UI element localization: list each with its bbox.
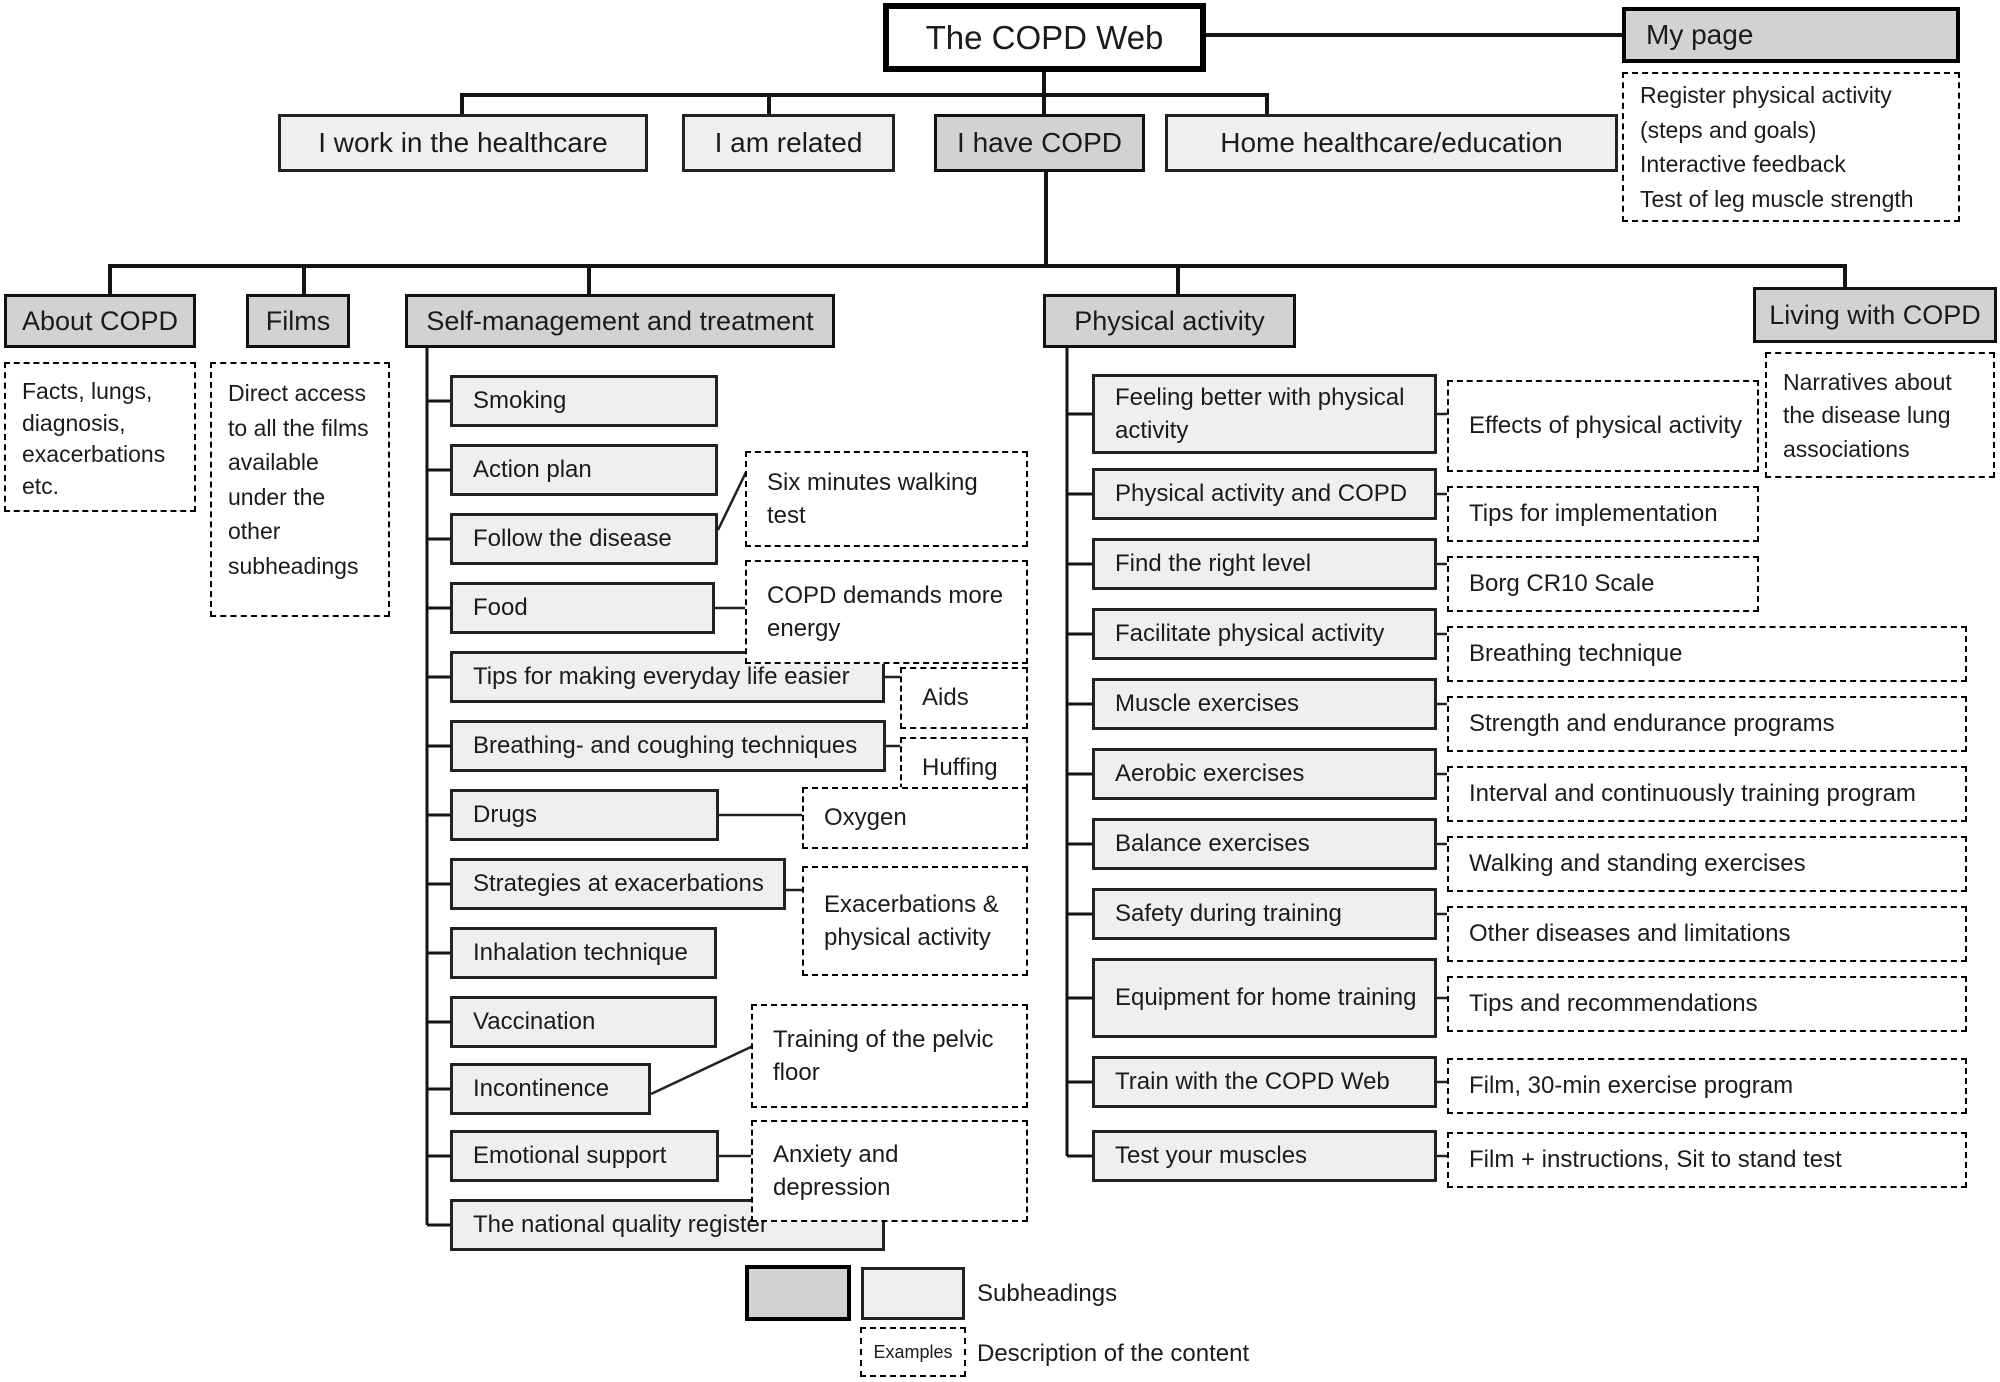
subheading-train-with-copd-web: Train with the COPD Web [1092, 1056, 1437, 1108]
example-training-pelvic-floor: Training of the pelvic floor [751, 1004, 1028, 1108]
subheading-safety-during-training: Safety during training [1092, 888, 1437, 940]
example-aids: Aids [900, 667, 1028, 729]
subheading-action-plan: Action plan [450, 444, 718, 496]
subheading-balance-exercises: Balance exercises [1092, 818, 1437, 870]
root-node: The COPD Web [883, 3, 1206, 72]
audience-node-home-healthcare-education: Home healthcare/education [1165, 114, 1618, 172]
section-heading-physical-activity: Physical activity [1043, 294, 1296, 348]
legend-examples-swatch: Examples [860, 1327, 966, 1377]
subheading-inhalation-technique: Inhalation technique [450, 927, 717, 979]
subheading-incontinence: Incontinence [450, 1063, 651, 1115]
section-heading-self-management: Self-management and treatment [405, 294, 835, 348]
subheading-national-quality-register: The national quality register [450, 1199, 885, 1251]
my-page-description: Register physical activity (steps and go… [1622, 72, 1960, 222]
example-borg-cr10-scale: Borg CR10 Scale [1447, 556, 1759, 612]
example-anxiety-depression: Anxiety and depression [751, 1120, 1028, 1222]
example-walking-standing-exercises: Walking and standing exercises [1447, 836, 1967, 892]
subheading-drugs: Drugs [450, 789, 719, 841]
subheading-facilitate-physical-activity: Facilitate physical activity [1092, 608, 1437, 660]
legend-description-label: Description of the content [977, 1340, 1250, 1367]
legend-subheading-swatch [861, 1267, 965, 1320]
subheading-breathing-coughing: Breathing- and coughing techniques [450, 720, 886, 772]
subheading-vaccination: Vaccination [450, 996, 717, 1048]
subheading-follow-the-disease: Follow the disease [450, 513, 718, 565]
subheading-feeling-better: Feeling better with physical activity [1092, 374, 1437, 454]
section-heading-living-with-copd: Living with COPD [1753, 287, 1997, 343]
example-effects-of-physical-activity: Effects of physical activity [1447, 380, 1759, 472]
audience-node-i-have-copd: I have COPD [934, 114, 1145, 172]
example-tips-for-implementation: Tips for implementation [1447, 486, 1759, 542]
subheading-equipment-home-training: Equipment for home training [1092, 958, 1437, 1038]
example-film-30min-exercise-program: Film, 30-min exercise program [1447, 1058, 1967, 1114]
example-other-diseases-limitations: Other diseases and limitations [1447, 906, 1967, 962]
section-heading-films: Films [246, 294, 350, 348]
subheading-physical-activity-and-copd: Physical activity and COPD [1092, 468, 1437, 520]
about-copd-description: Facts, lungs, diagnosis, exacerbations e… [4, 362, 196, 512]
example-film-instructions-sit-to-stand: Film + instructions, Sit to stand test [1447, 1132, 1967, 1188]
subheading-find-the-right-level: Find the right level [1092, 538, 1437, 590]
example-exacerbations-physical-activity: Exacerbations & physical activity [802, 866, 1028, 976]
legend-subheadings-label: Subheadings [977, 1280, 1118, 1307]
example-breathing-technique: Breathing technique [1447, 626, 1967, 682]
my-page-node: My page [1622, 7, 1960, 63]
audience-node-i-work-in-the-healthcare: I work in the healthcare [278, 114, 648, 172]
example-copd-demands-more-energy: COPD demands more energy [745, 560, 1028, 664]
subheading-strategies-exacerbations: Strategies at exacerbations [450, 858, 786, 910]
example-strength-endurance-programs: Strength and endurance programs [1447, 696, 1967, 752]
example-oxygen: Oxygen [802, 787, 1028, 849]
example-six-minutes-walking-test: Six minutes walking test [745, 451, 1028, 547]
subheading-test-your-muscles: Test your muscles [1092, 1130, 1437, 1182]
example-interval-continuous-program: Interval and continuously training progr… [1447, 766, 1967, 822]
subheading-smoking: Smoking [450, 375, 718, 427]
legend-heading-swatch [745, 1265, 851, 1321]
subheading-emotional-support: Emotional support [450, 1130, 719, 1182]
audience-node-i-am-related: I am related [682, 114, 895, 172]
living-with-copd-description: Narratives about the disease lung associ… [1765, 352, 1995, 478]
subheading-muscle-exercises: Muscle exercises [1092, 678, 1437, 730]
subheading-aerobic-exercises: Aerobic exercises [1092, 748, 1437, 800]
subheading-food: Food [450, 582, 715, 634]
section-heading-about-copd: About COPD [4, 294, 196, 348]
films-description: Direct access to all the films available… [210, 362, 390, 617]
example-tips-and-recommendations: Tips and recommendations [1447, 976, 1967, 1032]
